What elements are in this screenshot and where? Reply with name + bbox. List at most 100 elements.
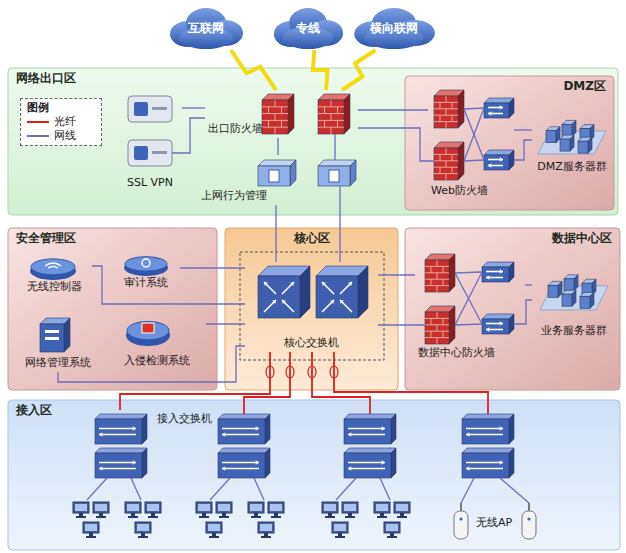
side-face [509,98,514,118]
device-label: 出口防火墙 [208,122,263,136]
top-face [218,414,270,419]
vpn-body [128,96,172,122]
brick-line [446,161,447,167]
side-face [570,135,574,151]
top-face [344,414,396,419]
pc-icon [216,502,232,518]
network-cable [358,109,428,110]
zone-title: 数据中心区 [552,231,612,246]
device-label: 接入交换机 [157,412,212,426]
behavior-manager-icon [318,160,356,186]
brick-line [431,331,432,337]
pc-screen [147,504,159,511]
brick-line [440,102,441,108]
pc-screen [137,524,149,531]
brick-line [337,120,338,127]
device-label: 无线AP [476,516,512,530]
front-face [462,453,509,478]
brick-line [331,127,332,134]
network-cloud: 横向联网 [352,6,436,50]
network-cable [514,129,532,130]
vpn-badge [134,102,148,116]
zone-band: 核心区核心交换机 [225,228,398,390]
audit-symbol [142,259,150,267]
pc-stand [328,513,332,516]
pc-base [128,516,138,518]
brick-line [443,331,444,337]
brick-line [452,115,453,121]
arrow-shaft [264,300,276,312]
side-face [458,90,464,128]
pc-screen [250,504,262,511]
brick-line [268,120,269,127]
pc-base [86,536,96,538]
arrow-shaft [340,282,352,294]
arrow-head [348,282,352,286]
firewall-icon [262,94,294,134]
pc-stand [89,533,93,536]
front-face [258,166,290,186]
side-face [391,414,396,444]
server-icon [564,275,578,291]
network-device: 审计系统 [112,250,180,292]
fiber-link [312,352,370,414]
front-face [344,419,391,444]
arrow-shaft [282,282,294,294]
network-cable [514,300,532,324]
device-label: Web防火墙 [431,184,488,198]
side-face [509,262,514,282]
arrow-head [264,282,268,286]
pc-stand [338,533,342,536]
arrow-head [486,275,489,280]
network-cable [206,323,245,324]
pc-icon [73,502,89,518]
cloud-label: 互联网 [188,21,224,35]
pc-monitor [394,502,410,513]
ids-symbol [142,323,154,333]
top-face [462,448,514,453]
pc-icon [206,522,222,538]
brick-line [446,96,447,102]
pc-monitor [93,502,109,513]
network-cable [87,478,107,500]
arrow-shaft [348,468,385,470]
arrow-shaft [322,300,334,312]
brick-line [437,338,438,344]
legend-line-sample [27,132,49,140]
network-cable [210,478,230,500]
arrow-head [272,300,276,304]
core-dashed-frame [240,252,384,360]
pc-icon [384,522,400,538]
side-face [509,150,514,170]
switch-icon [484,98,514,118]
arrow-head [133,460,136,465]
brick-line [437,273,438,279]
network-cable [92,266,245,304]
front-face [548,285,558,297]
pc-monitor [216,502,232,513]
pc-screen [334,524,346,531]
ids-icon [126,321,170,346]
pc-monitor [196,502,212,513]
arrow-head [500,460,503,465]
arrow-shaft [222,434,259,436]
front-face [95,453,142,478]
front-face [318,166,350,186]
brick-line [452,167,453,173]
zone-title: 安全管理区 [16,231,76,246]
pc-stand [131,513,135,516]
front-face [344,453,391,478]
pc-base [76,516,86,518]
pc-monitor [73,502,89,513]
top-face [318,160,356,166]
brick-line [452,154,453,160]
pc-monitor [258,522,274,533]
switch-icon [218,448,270,478]
front-face [218,453,265,478]
pc-icon [342,502,358,518]
link-bundle-mark [286,366,294,378]
pc-screen [127,504,139,511]
arrow-head [222,432,225,437]
pc-screen [208,524,220,531]
pc-stand [348,513,352,516]
